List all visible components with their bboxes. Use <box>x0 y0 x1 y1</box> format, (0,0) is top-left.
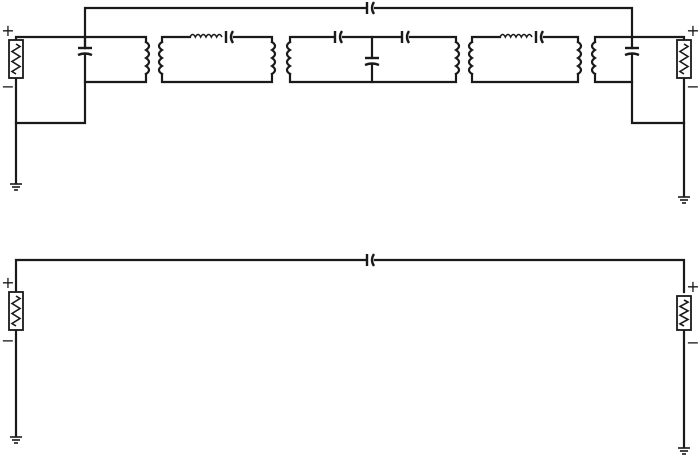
coil <box>590 40 597 76</box>
left-resistor <box>8 39 24 79</box>
capacitor-plate <box>405 30 411 44</box>
series-inductor-1 <box>189 33 223 39</box>
bottom-right-ground <box>678 447 690 455</box>
top-bus-wire <box>373 6 634 50</box>
series-capacitor-3 <box>400 30 411 44</box>
loop-wire <box>593 72 634 84</box>
coil-1-secondary <box>157 40 164 76</box>
loop-wire <box>83 35 148 44</box>
minus-sign: − <box>686 77 699 96</box>
resistor-zigzag <box>678 43 690 75</box>
coil <box>499 33 533 39</box>
minus-sign: − <box>1 77 14 96</box>
coil <box>144 40 151 76</box>
capacitor-plate <box>624 52 640 57</box>
plus-sign: + <box>1 273 14 292</box>
coil <box>454 40 461 76</box>
coil-1-primary <box>144 40 151 76</box>
loop-wire <box>160 72 274 84</box>
bottom-right-polarity: +− <box>686 277 699 352</box>
coil-4-secondary <box>590 40 597 76</box>
right-resistor <box>676 39 692 79</box>
capacitor-plate <box>338 30 344 44</box>
plus-sign: + <box>686 21 699 40</box>
series-capacitor-4 <box>534 30 545 44</box>
coil-3-secondary <box>467 40 474 76</box>
bottom-left-ground <box>10 436 22 444</box>
capacitor-plate <box>364 62 380 67</box>
top-bus-capacitor <box>365 1 376 15</box>
loop-wire <box>83 72 148 84</box>
loop-wire <box>593 35 686 44</box>
right-ground <box>678 196 690 204</box>
capacitor-plate <box>370 253 376 267</box>
loop-wire <box>288 35 335 44</box>
coil-4-primary <box>576 40 583 76</box>
top-bus-wire <box>83 6 368 50</box>
centre-shunt-capacitor <box>364 56 380 67</box>
top-circuit <box>14 6 686 198</box>
coil-2-secondary <box>285 40 292 76</box>
bottom-bus-wire <box>373 258 686 294</box>
bottom-bus-wire <box>14 258 368 294</box>
loop-wire <box>470 72 580 84</box>
bottom-left-polarity: +− <box>1 273 14 350</box>
minus-sign: − <box>1 331 14 350</box>
capacitor-plate <box>229 30 235 44</box>
bottom-right-resistor <box>676 295 692 331</box>
resistor-zigzag <box>10 295 22 327</box>
right-polarity: +− <box>686 21 699 96</box>
loop-wire <box>408 35 458 44</box>
minus-sign: − <box>686 333 699 352</box>
capacitor-plate <box>539 30 545 44</box>
coil <box>270 40 277 76</box>
coil <box>157 40 164 76</box>
right-return-wire <box>630 53 686 125</box>
series-capacitor-1 <box>224 30 235 44</box>
coil <box>576 40 583 76</box>
loop-wire <box>542 35 580 44</box>
left-shunt-capacitor <box>77 46 93 57</box>
bottom-circuit <box>14 258 686 449</box>
coil-3-primary <box>454 40 461 76</box>
bottom-bus-capacitor <box>365 253 376 267</box>
capacitor-plate <box>370 1 376 15</box>
loop-wire <box>288 72 458 84</box>
series-capacitor-2 <box>333 30 344 44</box>
plus-sign: + <box>686 277 699 296</box>
left-source-wire <box>14 35 87 50</box>
left-ground <box>10 183 22 191</box>
series-inductor-2 <box>499 33 533 39</box>
coil <box>285 40 292 76</box>
loop-wire <box>232 35 274 44</box>
right-shunt-capacitor <box>624 46 640 57</box>
loop-wire <box>160 35 192 44</box>
coil-2-primary <box>270 40 277 76</box>
bottom-left-resistor <box>8 291 24 331</box>
coil <box>467 40 474 76</box>
left-polarity: +− <box>1 21 14 96</box>
plus-sign: + <box>1 21 14 40</box>
resistor-zigzag <box>10 43 22 75</box>
loop-wire <box>470 35 502 44</box>
resistor-zigzag <box>678 299 690 327</box>
left-return-wire <box>14 53 87 125</box>
capacitor-plate <box>77 52 93 57</box>
coil <box>189 33 223 39</box>
